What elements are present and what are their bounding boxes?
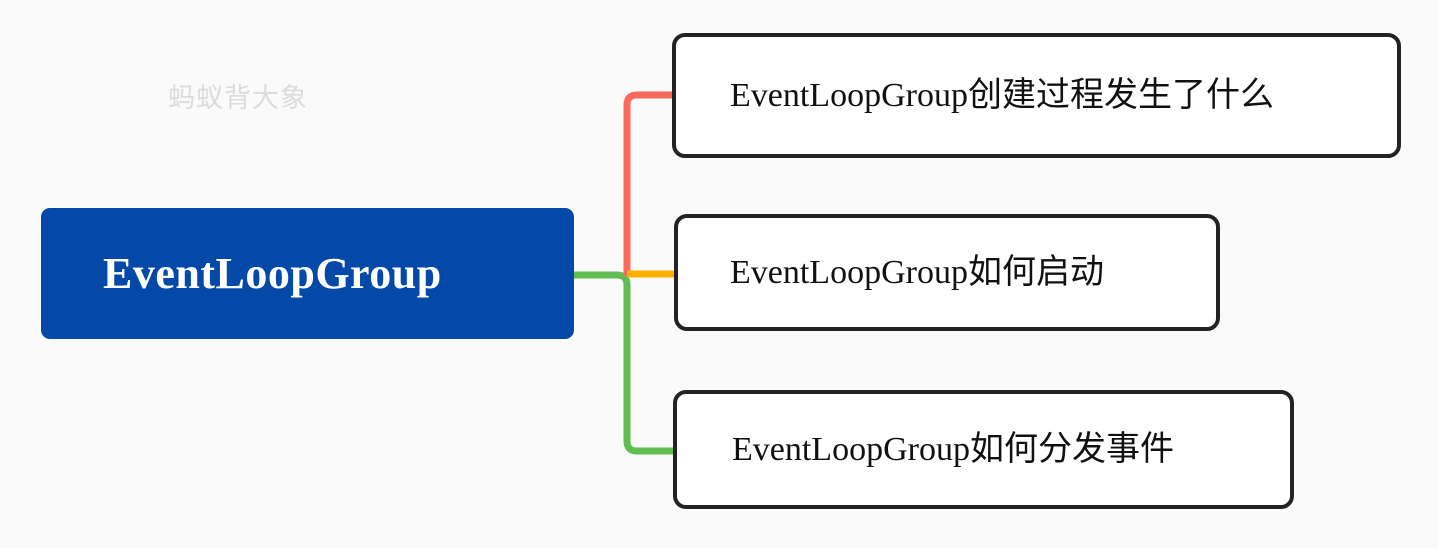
branch-node-2[interactable]: EventLoopGroup如何启动 xyxy=(674,214,1220,331)
watermark-text: 蚂蚁背大象 xyxy=(168,83,308,113)
branch-node-2-label: EventLoopGroup如何启动 xyxy=(730,253,1104,291)
connector-branch-3 xyxy=(574,271,673,455)
branch-node-1-label: EventLoopGroup创建过程发生了什么 xyxy=(730,76,1274,114)
branch-node-3[interactable]: EventLoopGroup如何分发事件 xyxy=(673,390,1294,509)
root-node[interactable]: EventLoopGroup xyxy=(41,208,574,339)
branch-node-1[interactable]: EventLoopGroup创建过程发生了什么 xyxy=(672,33,1401,158)
branch-node-3-label: EventLoopGroup如何分发事件 xyxy=(732,430,1174,468)
connector-branch-1 xyxy=(623,91,672,276)
root-node-label: EventLoopGroup xyxy=(103,249,442,298)
